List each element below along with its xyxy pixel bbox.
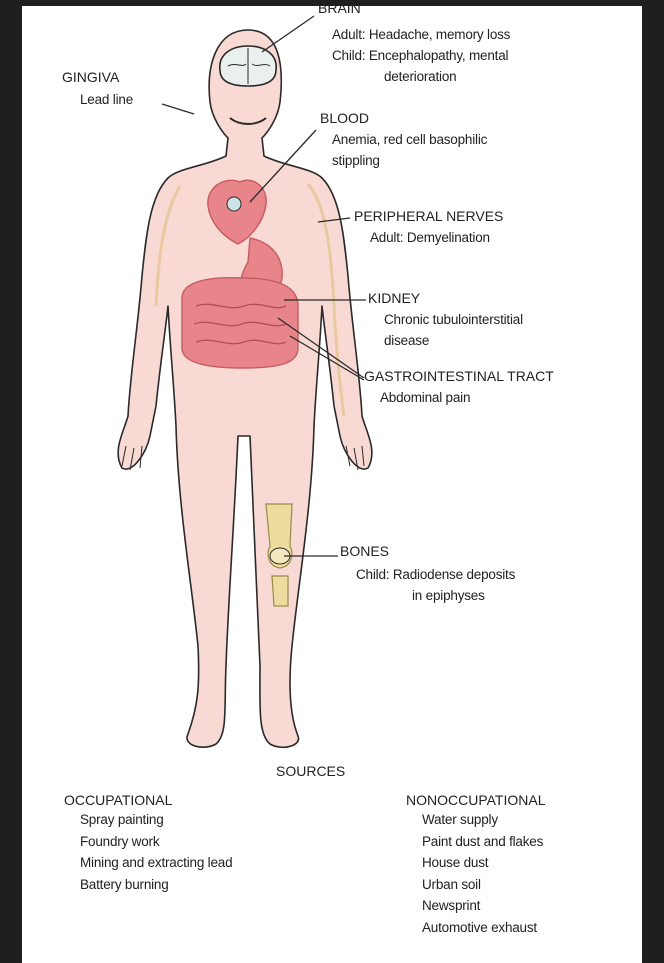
nonoccupational-title: NONOCCUPATIONAL	[406, 792, 546, 809]
kidney-line2: disease	[384, 332, 429, 349]
brain-title: BRAIN	[318, 6, 361, 17]
gi-tract-line1: Abdominal pain	[380, 389, 470, 406]
intestines-organ	[182, 278, 298, 368]
blood-line2: stippling	[332, 152, 380, 169]
brain-leader	[262, 16, 314, 52]
list-item: House dust	[422, 852, 543, 874]
sources-title: SOURCES	[276, 763, 345, 780]
list-item: Newsprint	[422, 895, 543, 917]
bones-line2: in epiphyses	[412, 587, 485, 604]
gingiva-line: Lead line	[80, 91, 133, 108]
nonoccupational-list: Water supply Paint dust and flakes House…	[422, 809, 543, 938]
blood-line1: Anemia, red cell basophilic	[332, 131, 487, 148]
bones-title: BONES	[340, 543, 389, 560]
list-item: Battery burning	[80, 874, 232, 896]
occupational-title: OCCUPATIONAL	[64, 792, 172, 809]
bones-line1: Child: Radiodense deposits	[356, 566, 515, 583]
list-item: Paint dust and flakes	[422, 831, 543, 853]
list-item: Automotive exhaust	[422, 917, 543, 939]
gi-tract-title: GASTROINTESTINAL TRACT	[364, 368, 554, 385]
occupational-list: Spray painting Foundry work Mining and e…	[80, 809, 232, 895]
gingiva-title: GINGIVA	[62, 69, 119, 86]
kidney-line1: Chronic tubulointerstitial	[384, 311, 523, 328]
list-item: Spray painting	[80, 809, 232, 831]
brain-adult: Adult: Headache, memory loss	[332, 26, 510, 43]
peripheral-nerves-title: PERIPHERAL NERVES	[354, 208, 503, 225]
blood-title: BLOOD	[320, 110, 369, 127]
diagram-card: BRAIN Adult: Headache, memory loss Child…	[22, 6, 642, 963]
list-item: Urban soil	[422, 874, 543, 896]
list-item: Foundry work	[80, 831, 232, 853]
brain-child: Child: Encephalopathy, mental	[332, 47, 508, 64]
list-item: Water supply	[422, 809, 543, 831]
brain-child-cont: deterioration	[384, 68, 456, 85]
peripheral-nerves-line1: Adult: Demyelination	[370, 229, 490, 246]
list-item: Mining and extracting lead	[80, 852, 232, 874]
brain-organ	[220, 46, 276, 86]
kidney-title: KIDNEY	[368, 290, 420, 307]
gingiva-leader	[162, 104, 194, 114]
